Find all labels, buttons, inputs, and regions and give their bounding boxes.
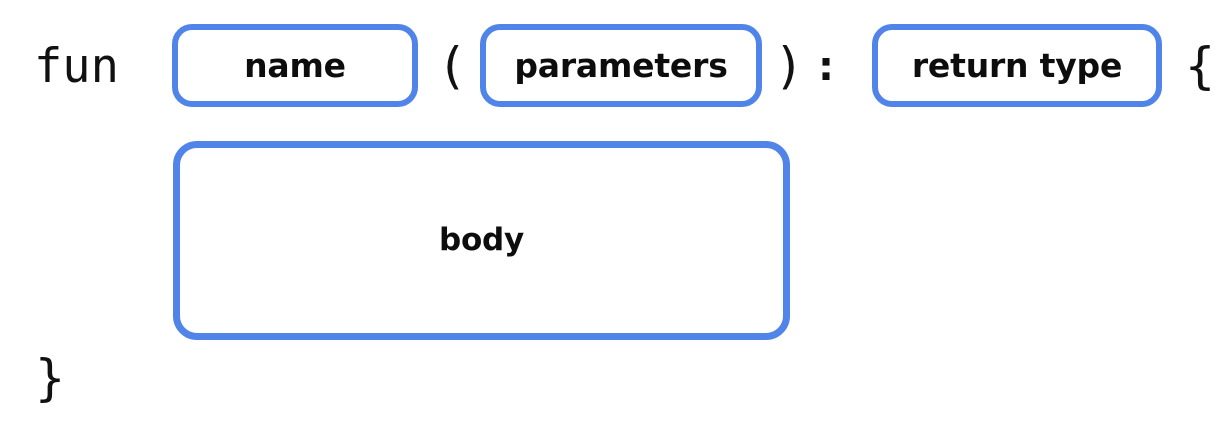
- brace-open: {: [1185, 37, 1216, 95]
- slot-name[interactable]: name: [172, 24, 418, 107]
- slot-parameters[interactable]: parameters: [480, 24, 762, 107]
- slot-body-label: body: [438, 222, 525, 258]
- colon-separator: :: [818, 44, 834, 90]
- slot-body[interactable]: body: [173, 141, 790, 340]
- paren-close: ): [774, 37, 805, 95]
- slot-return-type[interactable]: return type: [872, 24, 1162, 107]
- paren-open: (: [437, 37, 468, 95]
- brace-close: }: [35, 349, 66, 407]
- slot-name-label: name: [244, 46, 346, 85]
- keyword-fun: fun: [34, 39, 119, 94]
- slot-return-type-label: return type: [911, 46, 1123, 85]
- slot-parameters-label: parameters: [514, 46, 728, 85]
